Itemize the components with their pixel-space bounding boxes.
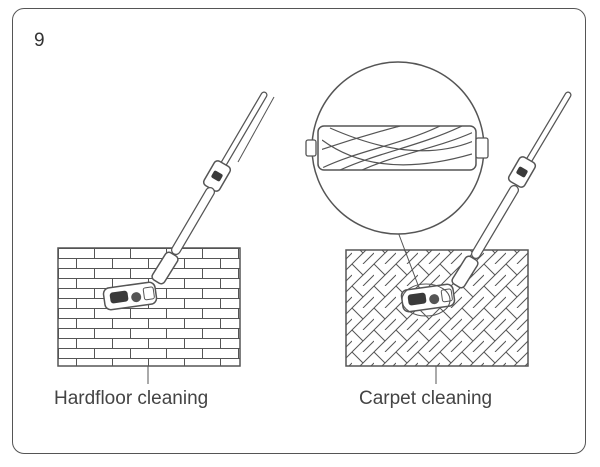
hardfloor-caption: Hardfloor cleaning: [54, 388, 209, 409]
vacuum-carpet: [400, 91, 572, 317]
step-number: 9: [34, 30, 45, 51]
hardfloor-scene: [57, 91, 275, 384]
roller-magnifier: [305, 61, 489, 286]
brush-roller-icon: [305, 125, 489, 171]
instruction-panel: [12, 8, 586, 454]
vacuum-hardfloor: [102, 91, 275, 311]
brick-floor: [57, 247, 241, 367]
carpet-caption: Carpet cleaning: [359, 388, 493, 409]
carpet-scene: [305, 61, 572, 384]
